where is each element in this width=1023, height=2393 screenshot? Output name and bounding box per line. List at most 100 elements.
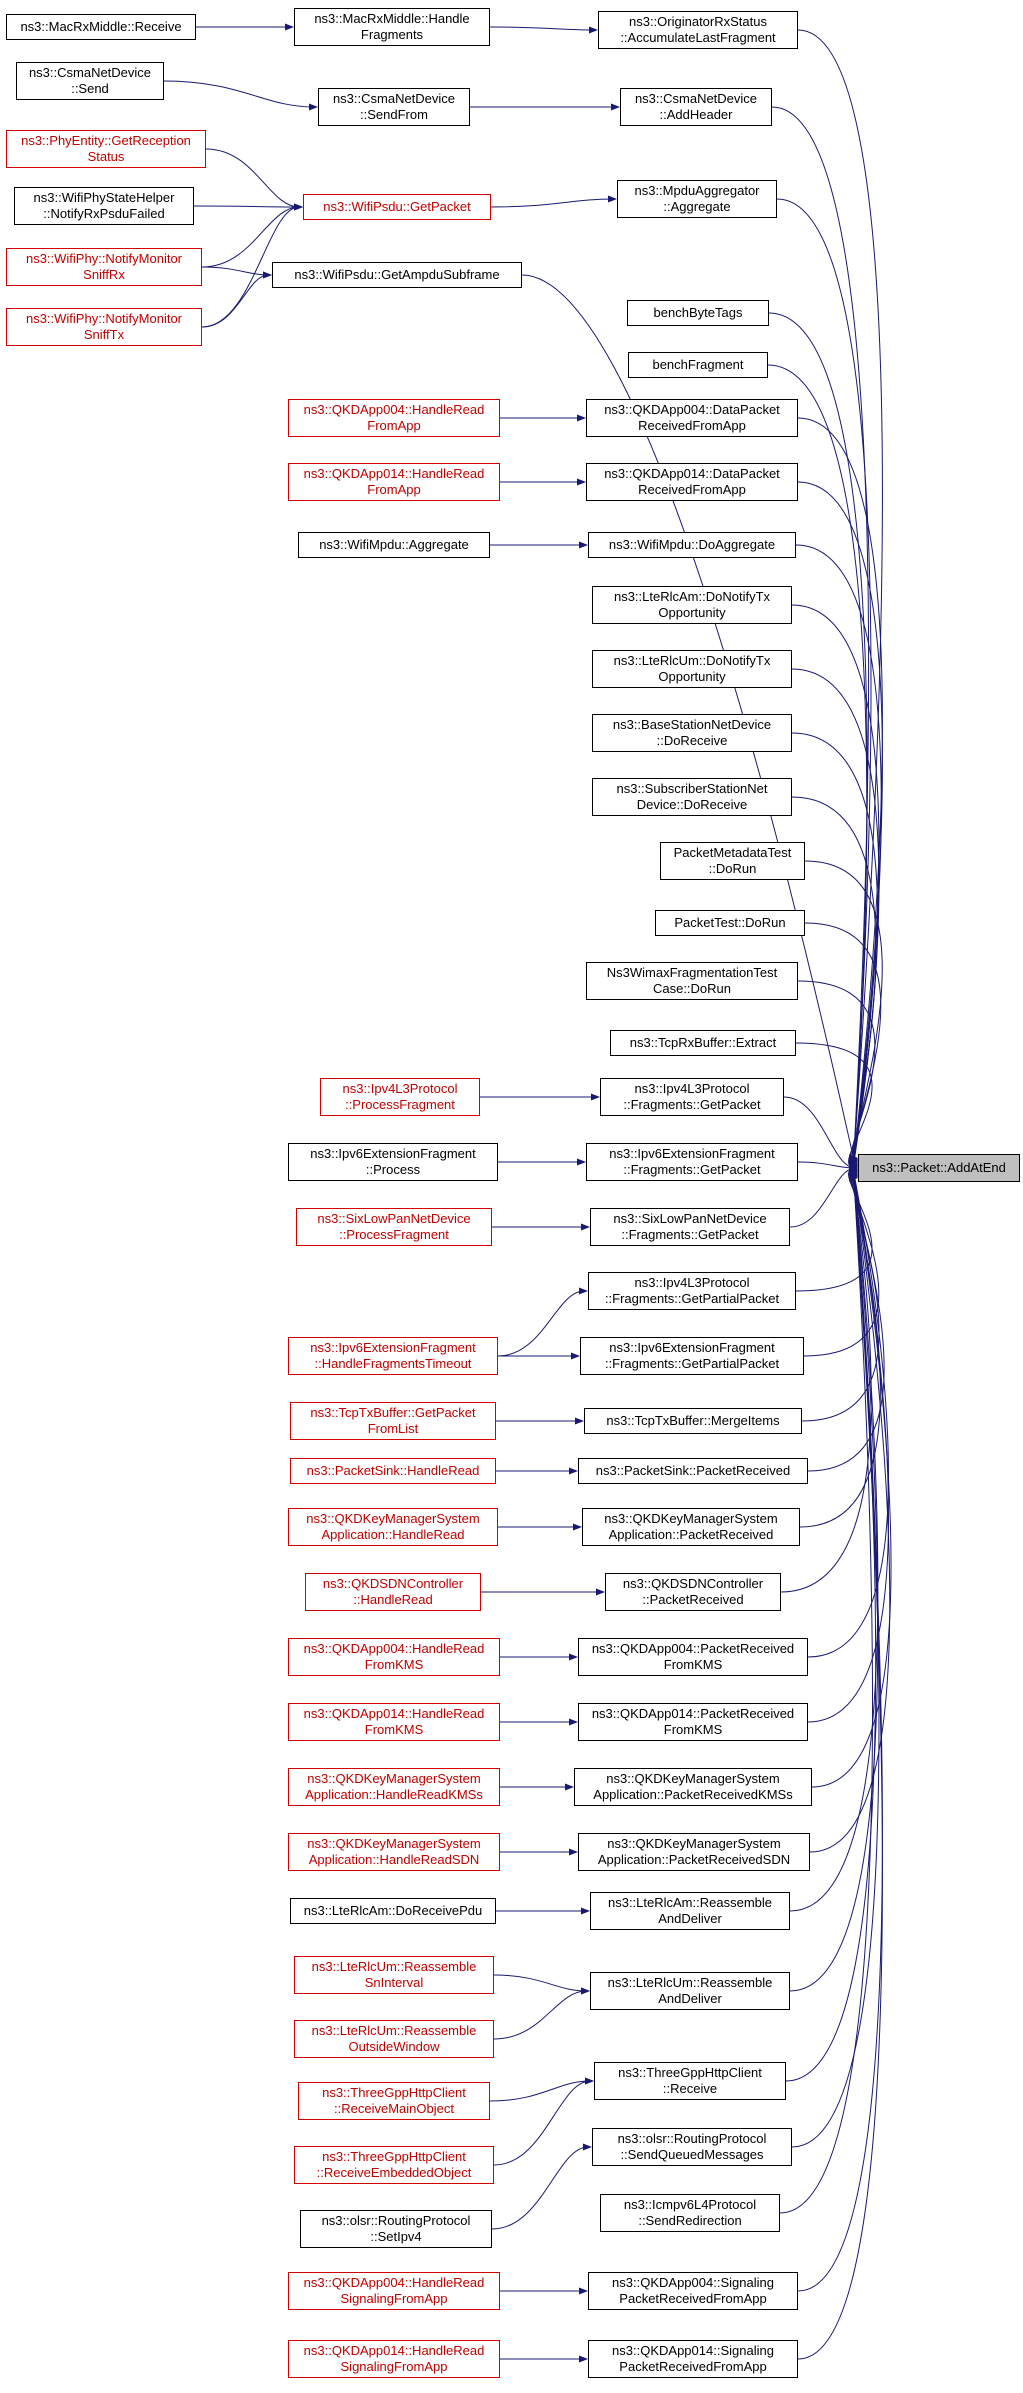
node-label-line: ::PacketReceived <box>642 1592 744 1607</box>
node-tcprxbuffer-extract[interactable]: ns3::TcpRxBuffer::Extract <box>610 1030 796 1056</box>
node-wifimpdu-aggregate[interactable]: ns3::WifiMpdu::Aggregate <box>298 532 490 558</box>
node-label-line: ::AccumulateLastFragment <box>620 30 776 45</box>
node-olsr-routingprotocol-setipv4[interactable]: ns3::olsr::RoutingProtocol::SetIpv4 <box>300 2210 492 2248</box>
node-icmpv6l4protocol-sendredirection[interactable]: ns3::Icmpv6L4Protocol::SendRedirection <box>600 2194 780 2232</box>
node-label-line: ns3::QKDSDNController <box>622 1576 764 1591</box>
node-threegpphttpclient-receivemainobject[interactable]: ns3::ThreeGppHttpClient::ReceiveMainObje… <box>298 2082 490 2120</box>
node-label-line: Opportunity <box>658 669 726 684</box>
node-packet-addatend[interactable]: ns3::Packet::AddAtEnd <box>858 1154 1020 1182</box>
node-packetmetadatatest-dorun[interactable]: PacketMetadataTest::DoRun <box>660 842 805 880</box>
node-label-line: ns3::LteRlcAm::Reassemble <box>607 1895 772 1910</box>
node-macrxmiddle-receive[interactable]: ns3::MacRxMiddle::Receive <box>6 14 196 40</box>
node-benchfragment[interactable]: benchFragment <box>628 352 768 378</box>
node-csmanetdevice-sendfrom[interactable]: ns3::CsmaNetDevice::SendFrom <box>318 88 470 126</box>
node-mpduaggregator-aggregate[interactable]: ns3::MpduAggregator::Aggregate <box>617 180 777 218</box>
node-wifipsdu-getpacket[interactable]: ns3::WifiPsdu::GetPacket <box>303 194 491 220</box>
node-label-line: ns3::WifiPhy::NotifyMonitor <box>25 311 183 326</box>
node-ipv6extensionfragment-fragments-getpartialpacket[interactable]: ns3::Ipv6ExtensionFragment::Fragments::G… <box>580 1337 804 1375</box>
node-label-line: Opportunity <box>658 605 726 620</box>
node-label-line: ns3::TcpTxBuffer::GetPacket <box>310 1405 476 1420</box>
node-lterlcam-doreceivepdu[interactable]: ns3::LteRlcAm::DoReceivePdu <box>290 1898 496 1924</box>
node-label-line: ns3::olsr::RoutingProtocol <box>321 2213 471 2228</box>
node-ipv4l3protocol-fragments-getpacket[interactable]: ns3::Ipv4L3Protocol::Fragments::GetPacke… <box>600 1078 784 1116</box>
node-ipv6extensionfragment-handlefragmentstimeout[interactable]: ns3::Ipv6ExtensionFragment::HandleFragme… <box>288 1337 498 1375</box>
node-label-line: ns3::WifiPhy::NotifyMonitor <box>25 251 183 266</box>
node-csmanetdevice-send[interactable]: ns3::CsmaNetDevice::Send <box>16 62 164 100</box>
node-label-line: ::Fragments::GetPartialPacket <box>604 1356 780 1371</box>
node-label-line: ns3::QKDApp004::HandleRead <box>303 402 485 417</box>
node-benchbytetags[interactable]: benchByteTags <box>627 300 769 326</box>
node-tcptxbuffer-mergeitems[interactable]: ns3::TcpTxBuffer::MergeItems <box>584 1408 802 1434</box>
node-threegpphttpclient-receive[interactable]: ns3::ThreeGppHttpClient::Receive <box>594 2062 786 2100</box>
node-packetsink-handleread[interactable]: ns3::PacketSink::HandleRead <box>290 1458 496 1484</box>
node-label-line: ns3::Ipv4L3Protocol <box>342 1081 458 1096</box>
node-originatorrxstatus-accumulatelastfragment[interactable]: ns3::OriginatorRxStatus::AccumulateLastF… <box>598 11 798 49</box>
node-label-line: ::SendFrom <box>360 107 428 122</box>
node-packettest-dorun[interactable]: PacketTest::DoRun <box>655 910 805 936</box>
node-qkdsdncontroller-handleread[interactable]: ns3::QKDSDNController::HandleRead <box>305 1573 481 1611</box>
node-label-line: ns3::Packet::AddAtEnd <box>872 1160 1006 1175</box>
node-label-line: ns3::QKDSDNController <box>322 1576 464 1591</box>
node-label-line: ::Send <box>71 81 109 96</box>
node-label-line: ns3::MpduAggregator <box>634 183 760 198</box>
node-wifiphystatehelper-notifyrxpsdufailed[interactable]: ns3::WifiPhyStateHelper::NotifyRxPsduFai… <box>14 187 194 225</box>
node-label-line: ns3::Ipv6ExtensionFragment <box>310 1340 476 1355</box>
node-ipv4l3protocol-fragments-getpartialpacket[interactable]: ns3::Ipv4L3Protocol::Fragments::GetParti… <box>588 1272 796 1310</box>
node-threegpphttpclient-receiveembeddedobject[interactable]: ns3::ThreeGppHttpClient::ReceiveEmbedded… <box>294 2146 494 2184</box>
node-label-line: PacketReceivedFromApp <box>619 2291 767 2306</box>
node-wifimpdu-doaggregate[interactable]: ns3::WifiMpdu::DoAggregate <box>588 532 796 558</box>
node-label-line: ns3::CsmaNetDevice <box>332 91 456 106</box>
node-packetsink-packetreceived[interactable]: ns3::PacketSink::PacketReceived <box>578 1458 808 1484</box>
node-label-line: benchFragment <box>652 357 744 372</box>
node-ipv6extensionfragment-fragments-getpacket[interactable]: ns3::Ipv6ExtensionFragment::Fragments::G… <box>586 1143 798 1181</box>
node-csmanetdevice-addheader[interactable]: ns3::CsmaNetDevice::AddHeader <box>620 88 772 126</box>
node-wifipsdu-getampdusubframe[interactable]: ns3::WifiPsdu::GetAmpduSubframe <box>272 262 522 288</box>
node-label-line: ::SendRedirection <box>638 2213 742 2228</box>
node-label-line: Application::PacketReceivedKMSs <box>593 1787 793 1802</box>
node-label-line: ::Process <box>365 1162 421 1177</box>
node-olsr-routingprotocol-sendqueuedmessages[interactable]: ns3::olsr::RoutingProtocol::SendQueuedMe… <box>592 2128 792 2166</box>
node-qkdsdncontroller-packetreceived[interactable]: ns3::QKDSDNController::PacketReceived <box>605 1573 781 1611</box>
node-label-line: ReceivedFromApp <box>638 482 746 497</box>
node-ipv6extensionfragment-process[interactable]: ns3::Ipv6ExtensionFragment::Process <box>288 1143 498 1181</box>
node-label-line: ns3::OriginatorRxStatus <box>628 14 767 29</box>
node-label-line: ns3::QKDApp004::PacketReceived <box>591 1641 795 1656</box>
node-label-line: ns3::QKDKeyManagerSystem <box>604 1511 778 1526</box>
node-sixlowpannetdevice-fragments-getpacket[interactable]: ns3::SixLowPanNetDevice::Fragments::GetP… <box>590 1208 790 1246</box>
node-basestationnetdevice-doreceive[interactable]: ns3::BaseStationNetDevice::DoReceive <box>592 714 792 752</box>
node-label-line: ::Aggregate <box>663 199 731 214</box>
node-ipv4l3protocol-processfragment[interactable]: ns3::Ipv4L3Protocol::ProcessFragment <box>320 1078 480 1116</box>
node-sixlowpannetdevice-processfragment[interactable]: ns3::SixLowPanNetDevice::ProcessFragment <box>296 1208 492 1246</box>
